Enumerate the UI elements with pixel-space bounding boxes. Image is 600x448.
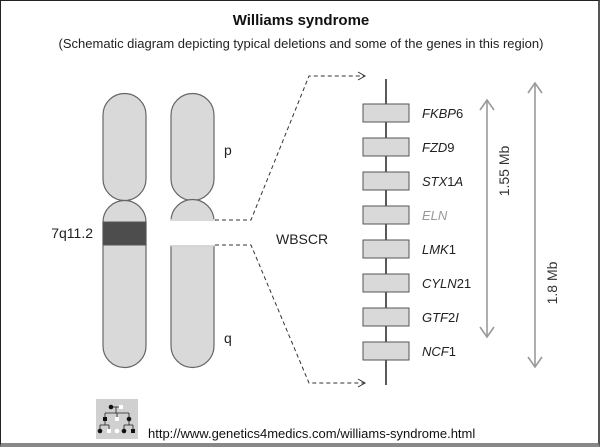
arrow-down-icon (479, 326, 495, 339)
region-label: WBSCR (276, 231, 328, 247)
arrow-up-icon (479, 98, 495, 111)
arrow-down-icon (527, 356, 543, 369)
q-arm-upper-deleted (170, 198, 215, 222)
q-arm-label: q (224, 330, 232, 346)
deletion-gap (169, 221, 217, 246)
p-arm-label: p (224, 142, 232, 158)
deletion-arrow-1-55: 1.55 Mb (479, 98, 512, 339)
gene-item: NCF1 (362, 341, 456, 361)
zoom-line-top (215, 71, 367, 221)
gene-box (362, 307, 410, 327)
zoom-line-bottom (215, 244, 367, 388)
deletion-size-label: 1.8 Mb (544, 261, 560, 304)
chromosome-normal (102, 92, 147, 369)
q-arm-lower-deleted (170, 245, 215, 369)
gene-item: CYLN21 (362, 273, 471, 293)
gene-item: STX1A (362, 171, 463, 191)
p-arm-deleted (170, 92, 215, 202)
page-title: Williams syndrome (233, 12, 370, 29)
gene-label: FZD9 (422, 140, 455, 155)
gene-item: FZD9 (362, 137, 455, 157)
deletion-size-label: 1.55 Mb (496, 145, 512, 196)
arrow-up-icon (527, 81, 543, 94)
gene-label: GTF2I (422, 310, 459, 325)
page-subtitle: (Schematic diagram depicting typical del… (59, 36, 544, 51)
deletion-arrow-1-8: 1.8 Mb (527, 81, 560, 369)
gene-box (362, 171, 410, 191)
source-url-link[interactable]: http://www.genetics4medics.com/williams-… (148, 426, 475, 441)
gene-label: STX1A (422, 174, 463, 189)
pedigree-logo-icon[interactable] (96, 399, 138, 439)
gene-label: CYLN21 (422, 276, 471, 291)
gene-item: LMK1 (362, 239, 456, 259)
gene-item: FKBP6 (362, 103, 463, 123)
band-label: 7q11.2 (51, 225, 93, 241)
chromosome-deleted (169, 92, 217, 369)
gene-box (362, 341, 410, 361)
gene-box (362, 205, 410, 225)
p-arm-normal (102, 92, 147, 202)
gene-label: LMK1 (422, 242, 456, 257)
gene-item: GTF2I (362, 307, 459, 327)
gene-box (362, 239, 410, 259)
band-7q11-2 (102, 221, 147, 246)
gene-label: ELN (422, 208, 448, 223)
gene-label: NCF1 (422, 344, 456, 359)
gene-item: ELN (362, 205, 448, 225)
gene-box (362, 273, 410, 293)
gene-box (362, 137, 410, 157)
gene-label: FKBP6 (422, 106, 463, 121)
gene-box (362, 103, 410, 123)
